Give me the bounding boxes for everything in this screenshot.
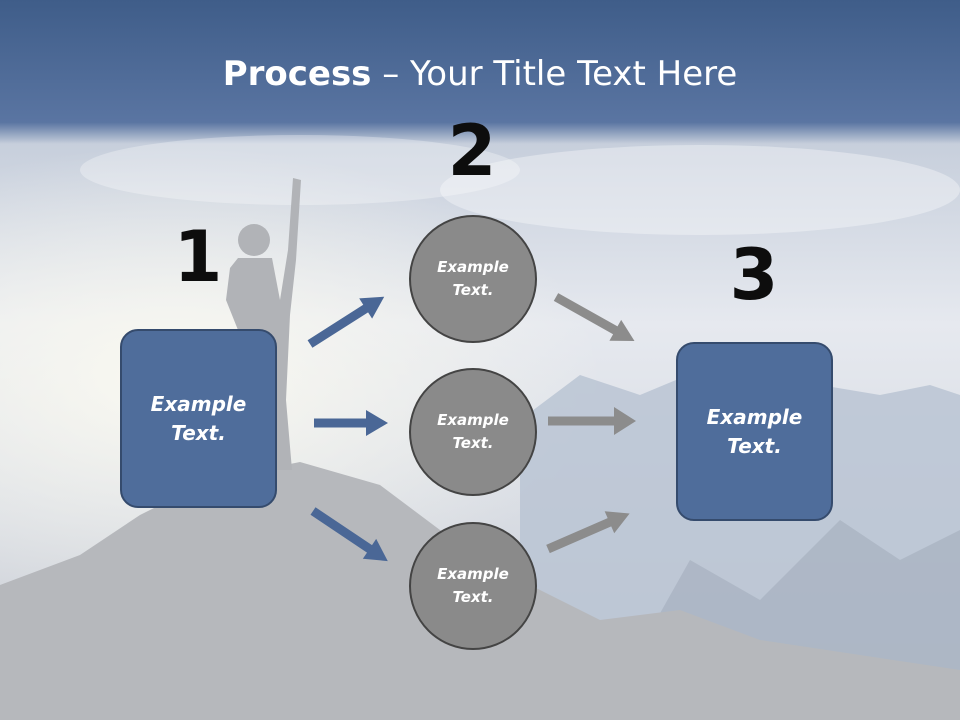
arrow-blue-right — [314, 410, 388, 436]
arrow-blue-up-right — [307, 296, 385, 348]
step-1-box: Example Text. — [120, 329, 277, 508]
circle-bottom-text-line2: Text. — [452, 588, 494, 606]
step-number-2: 2 — [447, 110, 497, 192]
title-bold: Process — [222, 54, 372, 94]
circle-top-text-line1: Example — [437, 258, 509, 276]
step-3-text-line1: Example — [706, 404, 803, 429]
circle-middle-text-line2: Text. — [452, 434, 494, 452]
circle-bottom-text-line1: Example — [437, 565, 509, 583]
step-number-3: 3 — [729, 234, 779, 316]
arrow-grey-up-right — [546, 511, 630, 554]
title-rest: – Your Title Text Here — [371, 54, 738, 94]
slide-title: Process – Your Title Text Here — [0, 52, 960, 96]
step-2-circle-middle: Example Text. — [409, 368, 537, 496]
step-3-text-line2: Text. — [727, 433, 782, 458]
step-number-1: 1 — [173, 216, 223, 298]
step-1-text-line2: Text. — [171, 420, 226, 445]
arrow-grey-right — [548, 407, 636, 435]
step-3-box: Example Text. — [676, 342, 833, 521]
circle-middle-text-line1: Example — [437, 411, 509, 429]
step-1-text-line1: Example — [150, 391, 247, 416]
arrow-grey-down-right — [553, 293, 635, 342]
arrow-blue-down-right — [310, 507, 388, 562]
step-2-circle-top: Example Text. — [409, 215, 537, 343]
circle-top-text-line2: Text. — [452, 281, 494, 299]
step-2-circle-bottom: Example Text. — [409, 522, 537, 650]
